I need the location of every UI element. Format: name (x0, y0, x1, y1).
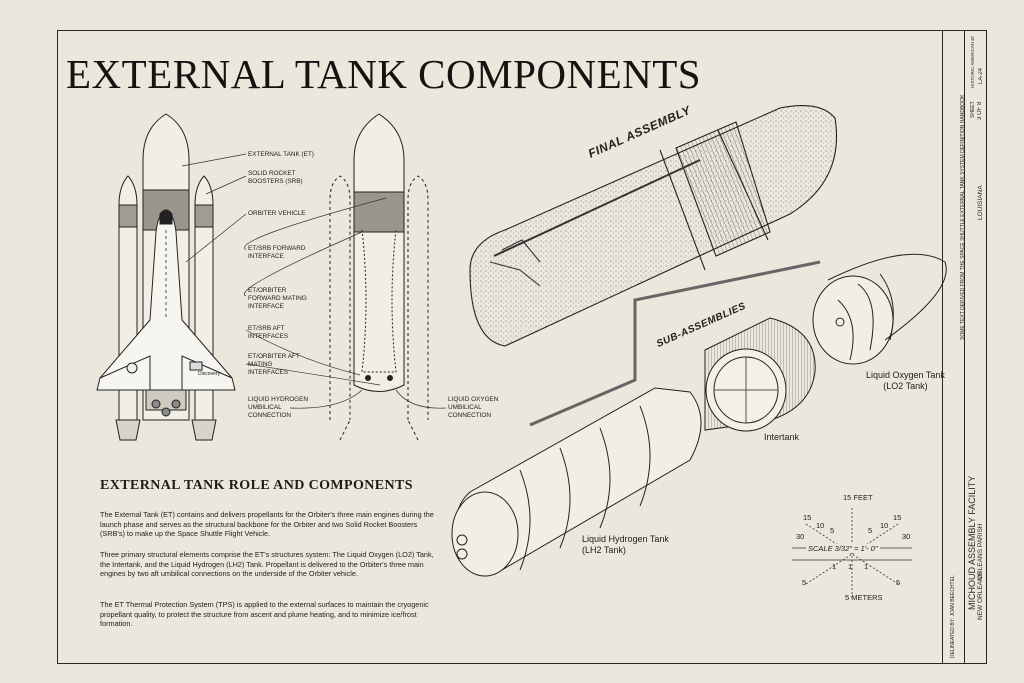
callout-et-srb-aft: ET/SRB AFT INTERFACES (248, 325, 288, 341)
callout-et-orbiter-aft: ET/ORBITER AFT MATING INTERFACES (248, 353, 300, 377)
callout-lo2-umbilical-line1: LIQUID OXYGEN (448, 396, 499, 403)
scale-tick-top-4: 10 (880, 521, 889, 530)
title-block-record-number: LA-24 (978, 67, 984, 84)
section-heading: EXTERNAL TANK ROLE AND COMPONENTS (100, 478, 413, 493)
title-block-drawn-by: DELINEATED BY: JOAN BEECHTEL (950, 575, 956, 658)
scale-tick-bottom-0: 5 (802, 578, 807, 587)
callout-et-orbiter-forward-line1: ET/ORBITER (248, 287, 287, 294)
title-block-divider-2 (964, 30, 965, 664)
title-block-state: LOUISIANA (977, 185, 984, 220)
callout-et-orbiter-aft-line2: MATING (248, 361, 273, 368)
scale-tick-top-0: 15 (803, 513, 812, 522)
callout-srb: SOLID ROCKET BOOSTERS (SRB) (248, 170, 303, 186)
paragraph-elements: Three primary structural elements compri… (100, 550, 434, 579)
title-block-divider (942, 30, 944, 664)
title-block-sheet-label: SHEET (970, 101, 976, 118)
intertank-drawing (704, 317, 816, 432)
lh2-tank-label-line1: Liquid Hydrogen Tank (582, 534, 669, 544)
callout-lh2-umbilical-line1: LIQUID HYDROGEN (248, 396, 309, 403)
callout-lh2-umbilical: LIQUID HYDROGEN UMBILICAL CONNECTION (248, 396, 308, 420)
scale-meters-label: 5 METERS (845, 593, 883, 602)
title-block-survey: HISTORIC AMERICAN ENGINEERING RECORD (970, 36, 975, 88)
title-block-city: NEW ORLEANS (977, 571, 984, 620)
callout-external-tank: EXTERNAL TANK (ET) (248, 151, 314, 158)
callout-srb-line2: BOOSTERS (SRB) (248, 178, 303, 185)
scale-tick-side-right: 30 (902, 532, 911, 541)
lh2-tank-label: Liquid Hydrogen Tank (LH2 Tank) (582, 534, 669, 556)
scale-tick-bottom-4: 5 (896, 578, 901, 587)
callout-leaders (181, 153, 447, 409)
title-block-facility: MICHOUD ASSEMBLY FACILITY (967, 475, 977, 610)
lo2-tank-label-line1: Liquid Oxygen Tank (866, 370, 945, 380)
assembly-flow-lines (529, 260, 821, 427)
lo2-tank-drawing (812, 253, 947, 365)
scale-tick-top-3: 5 (868, 526, 873, 535)
scale-tick-side-left: 30 (796, 532, 805, 541)
lo2-tank-label-line2: (LO2 Tank) (883, 381, 928, 391)
lo2-tank-label: Liquid Oxygen Tank (LO2 Tank) (866, 370, 945, 392)
callout-et-srb-forward: ET/SRB FORWARD INTERFACE (248, 245, 306, 261)
scale-tick-top-2: 5 (830, 526, 835, 535)
lh2-tank-drawing (451, 387, 702, 577)
callout-et-orbiter-aft-line3: INTERFACES (248, 369, 289, 376)
orbiter-name-label: Discovery (198, 371, 220, 377)
callout-lo2-umbilical-line2: UMBILICAL (448, 404, 482, 411)
callout-srb-line1: SOLID ROCKET (248, 170, 296, 177)
sheet-border (57, 30, 987, 664)
paragraph-tps: The ET Thermal Protection System (TPS) i… (100, 600, 429, 629)
title-block-source: SOME TEXT DERIVED FROM THE SPACE SHUTTLE… (960, 94, 966, 340)
scale-tick-top-5: 15 (893, 513, 902, 522)
paragraph-role: The External Tank (ET) contains and deli… (100, 510, 434, 539)
callout-lo2-umbilical: LIQUID OXYGEN UMBILICAL CONNECTION (448, 396, 498, 420)
callout-lo2-umbilical-line3: CONNECTION (448, 412, 491, 419)
page-title: EXTERNAL TANK COMPONENTS (66, 51, 702, 97)
lh2-tank-label-line2: (LH2 Tank) (582, 545, 626, 555)
scale-tick-bottom-1: 1 (832, 562, 837, 571)
scale-tick-bottom-3: 1 (864, 562, 869, 571)
callout-lh2-umbilical-line3: CONNECTION (248, 412, 291, 419)
callout-et-orbiter-forward-line2: FORWARD MATING (248, 295, 307, 302)
callout-et-orbiter-aft-line1: ET/ORBITER AFT (248, 353, 300, 360)
interface-diagram (329, 113, 429, 441)
callout-et-srb-forward-line2: INTERFACE (248, 253, 284, 260)
callout-orbiter: ORBITER VEHICLE (248, 210, 306, 217)
callout-lh2-umbilical-line2: UMBILICAL (248, 404, 282, 411)
scale-feet-label: 15 FEET (843, 493, 873, 502)
intertank-label: Intertank (764, 432, 800, 442)
final-assembly-tank (469, 105, 838, 347)
callout-et-orbiter-forward: ET/ORBITER FORWARD MATING INTERFACE (248, 287, 307, 311)
callout-et-orbiter-forward-line3: INTERFACE (248, 303, 284, 310)
scale-tick-top-1: 10 (816, 521, 825, 530)
callout-et-srb-aft-line2: INTERFACES (248, 333, 289, 340)
scale-ratio-label: SCALE 3/32" = 1'- 0" (806, 544, 880, 553)
callout-et-srb-aft-line1: ET/SRB AFT (248, 325, 285, 332)
scale-tick-bottom-2: 1 (848, 562, 853, 571)
callout-et-srb-forward-line1: ET/SRB FORWARD (248, 245, 306, 252)
shuttle-stack-drawing (96, 113, 236, 441)
title-block-sheet-number: 3 OF 8 (977, 101, 983, 120)
